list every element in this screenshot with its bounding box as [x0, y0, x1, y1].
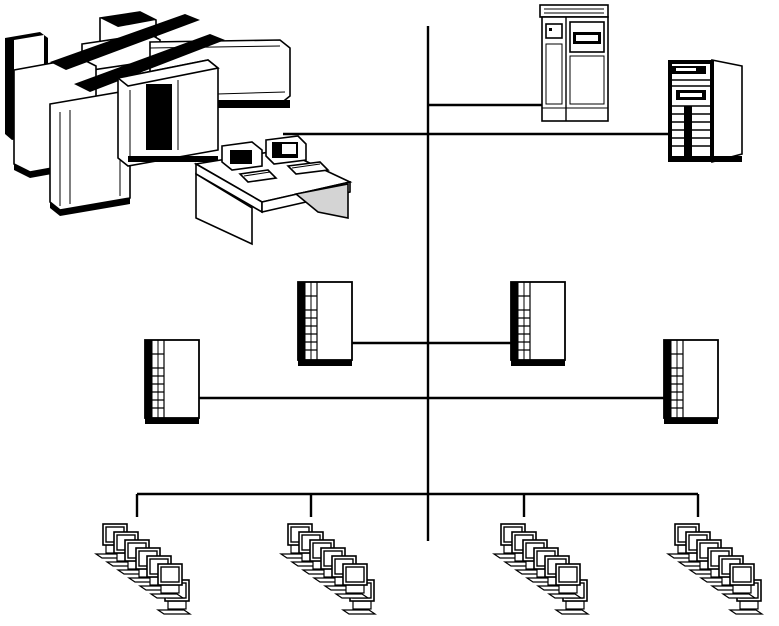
workstation-cluster-icon [668, 524, 762, 614]
console-desk-icon [196, 136, 350, 244]
tower-server-icon [664, 340, 718, 424]
minicomputer-cabinet-icon [540, 5, 608, 121]
server-rack-icon [668, 60, 742, 162]
workstation-cluster-icon [494, 524, 588, 614]
tower-server-icon [145, 340, 199, 424]
workstation-cluster-icon [96, 524, 190, 614]
tower-server-icon [511, 282, 565, 366]
workstation-cluster-icon [281, 524, 375, 614]
tower-server-icon [298, 282, 352, 366]
